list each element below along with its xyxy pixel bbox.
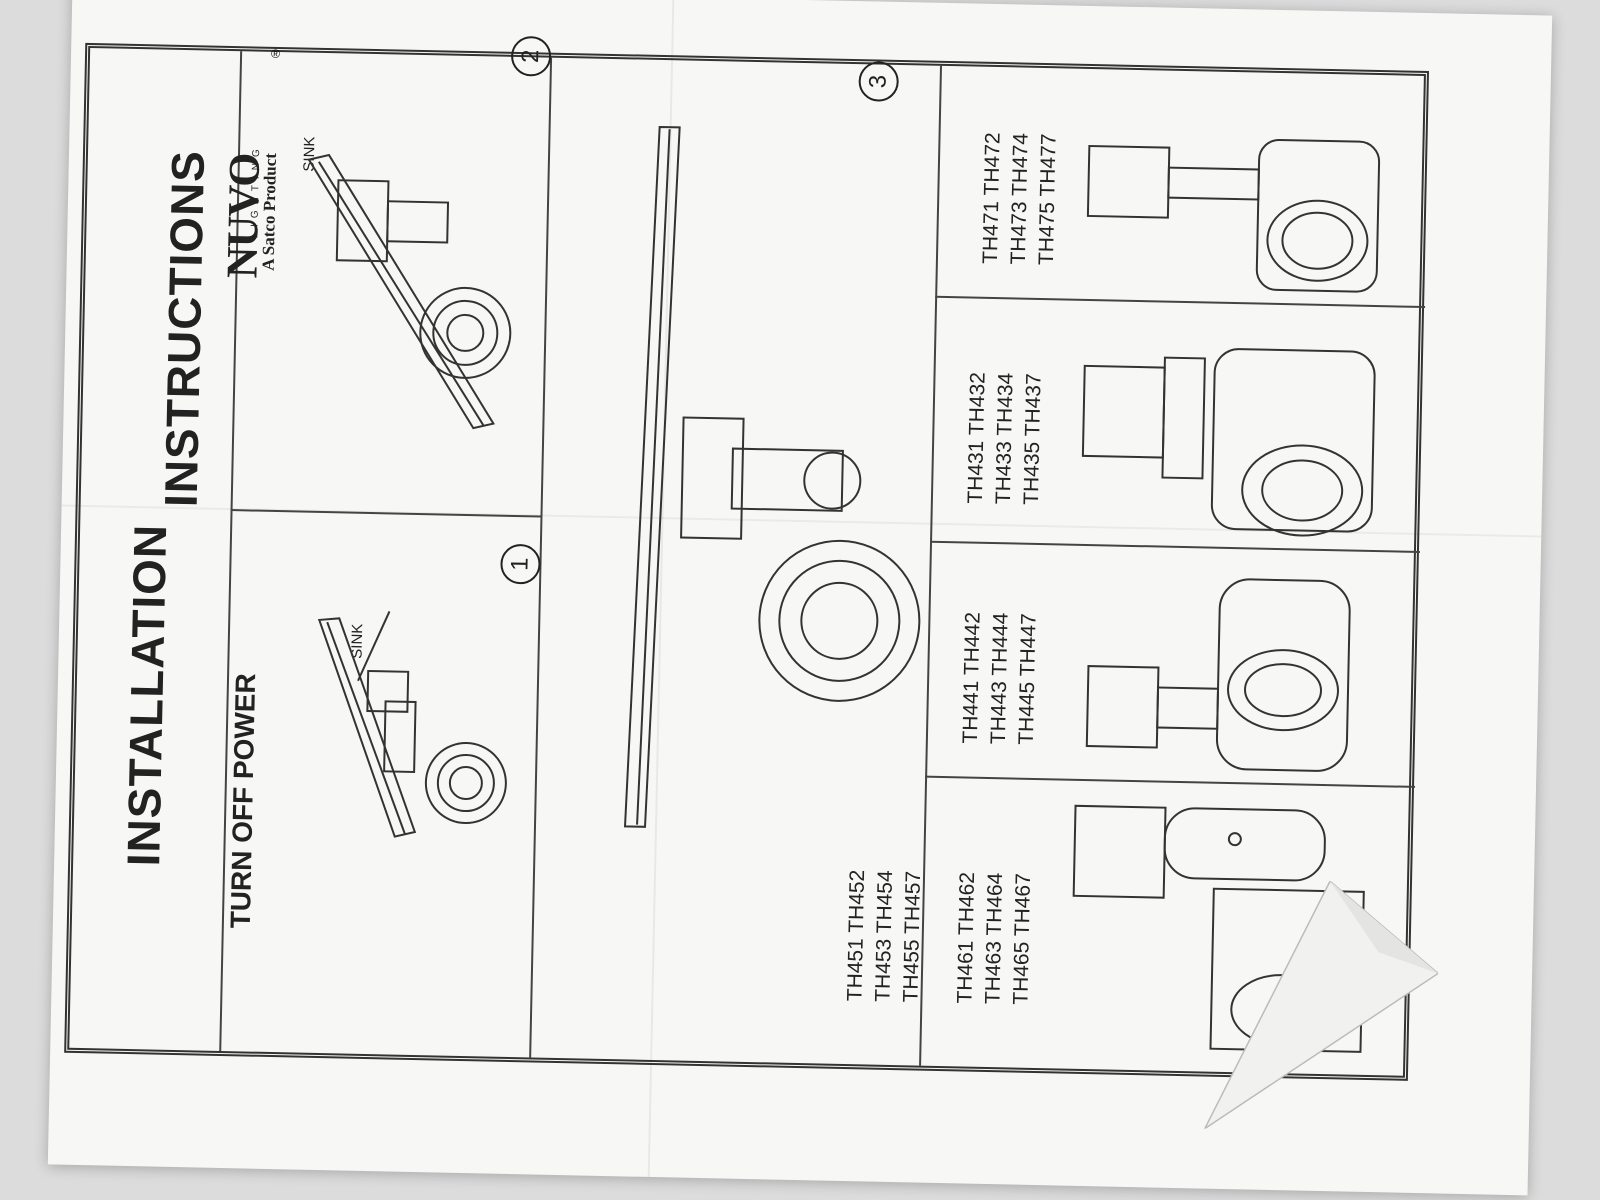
fixture-drawing-d: [1081, 348, 1376, 537]
models-group-c: TH441 TH442 TH443 TH444 TH445 TH447: [958, 611, 1041, 746]
step-2-drawing: [307, 153, 512, 430]
registered-mark: ®: [270, 46, 281, 61]
fixture-drawing-c: [1085, 578, 1351, 772]
title-installation: INSTALLATION: [117, 523, 177, 867]
brand-tagline: A Satco Product: [258, 152, 281, 271]
nuvo-logo: NUVO LIGHTING A Satco Product ®: [216, 46, 291, 279]
title-instructions: INSTRUCTIONS: [154, 149, 215, 508]
step-1-drawing: [317, 610, 507, 838]
fixture-drawing-e: [1086, 138, 1381, 293]
models-group-b: TH461 TH462 TH463 TH464 TH465 TH467: [953, 871, 1036, 1005]
models-group-e: TH471 TH472 TH473 TH474 TH475 TH477: [978, 132, 1061, 266]
instruction-sheet: INSTALLATION INSTRUCTIONS TURN OFF POWER…: [47, 0, 1553, 1196]
step-separator: [230, 509, 541, 518]
model-row-separator-1: [935, 295, 1426, 309]
step-3-drawing: [623, 125, 921, 828]
models-group-d: TH431 TH432 TH433 TH434 TH435 TH437: [963, 371, 1046, 506]
folded-corner: [1202, 879, 1440, 1131]
models-group-a: TH451 TH452 TH453 TH454 TH455 TH457: [843, 869, 926, 1003]
